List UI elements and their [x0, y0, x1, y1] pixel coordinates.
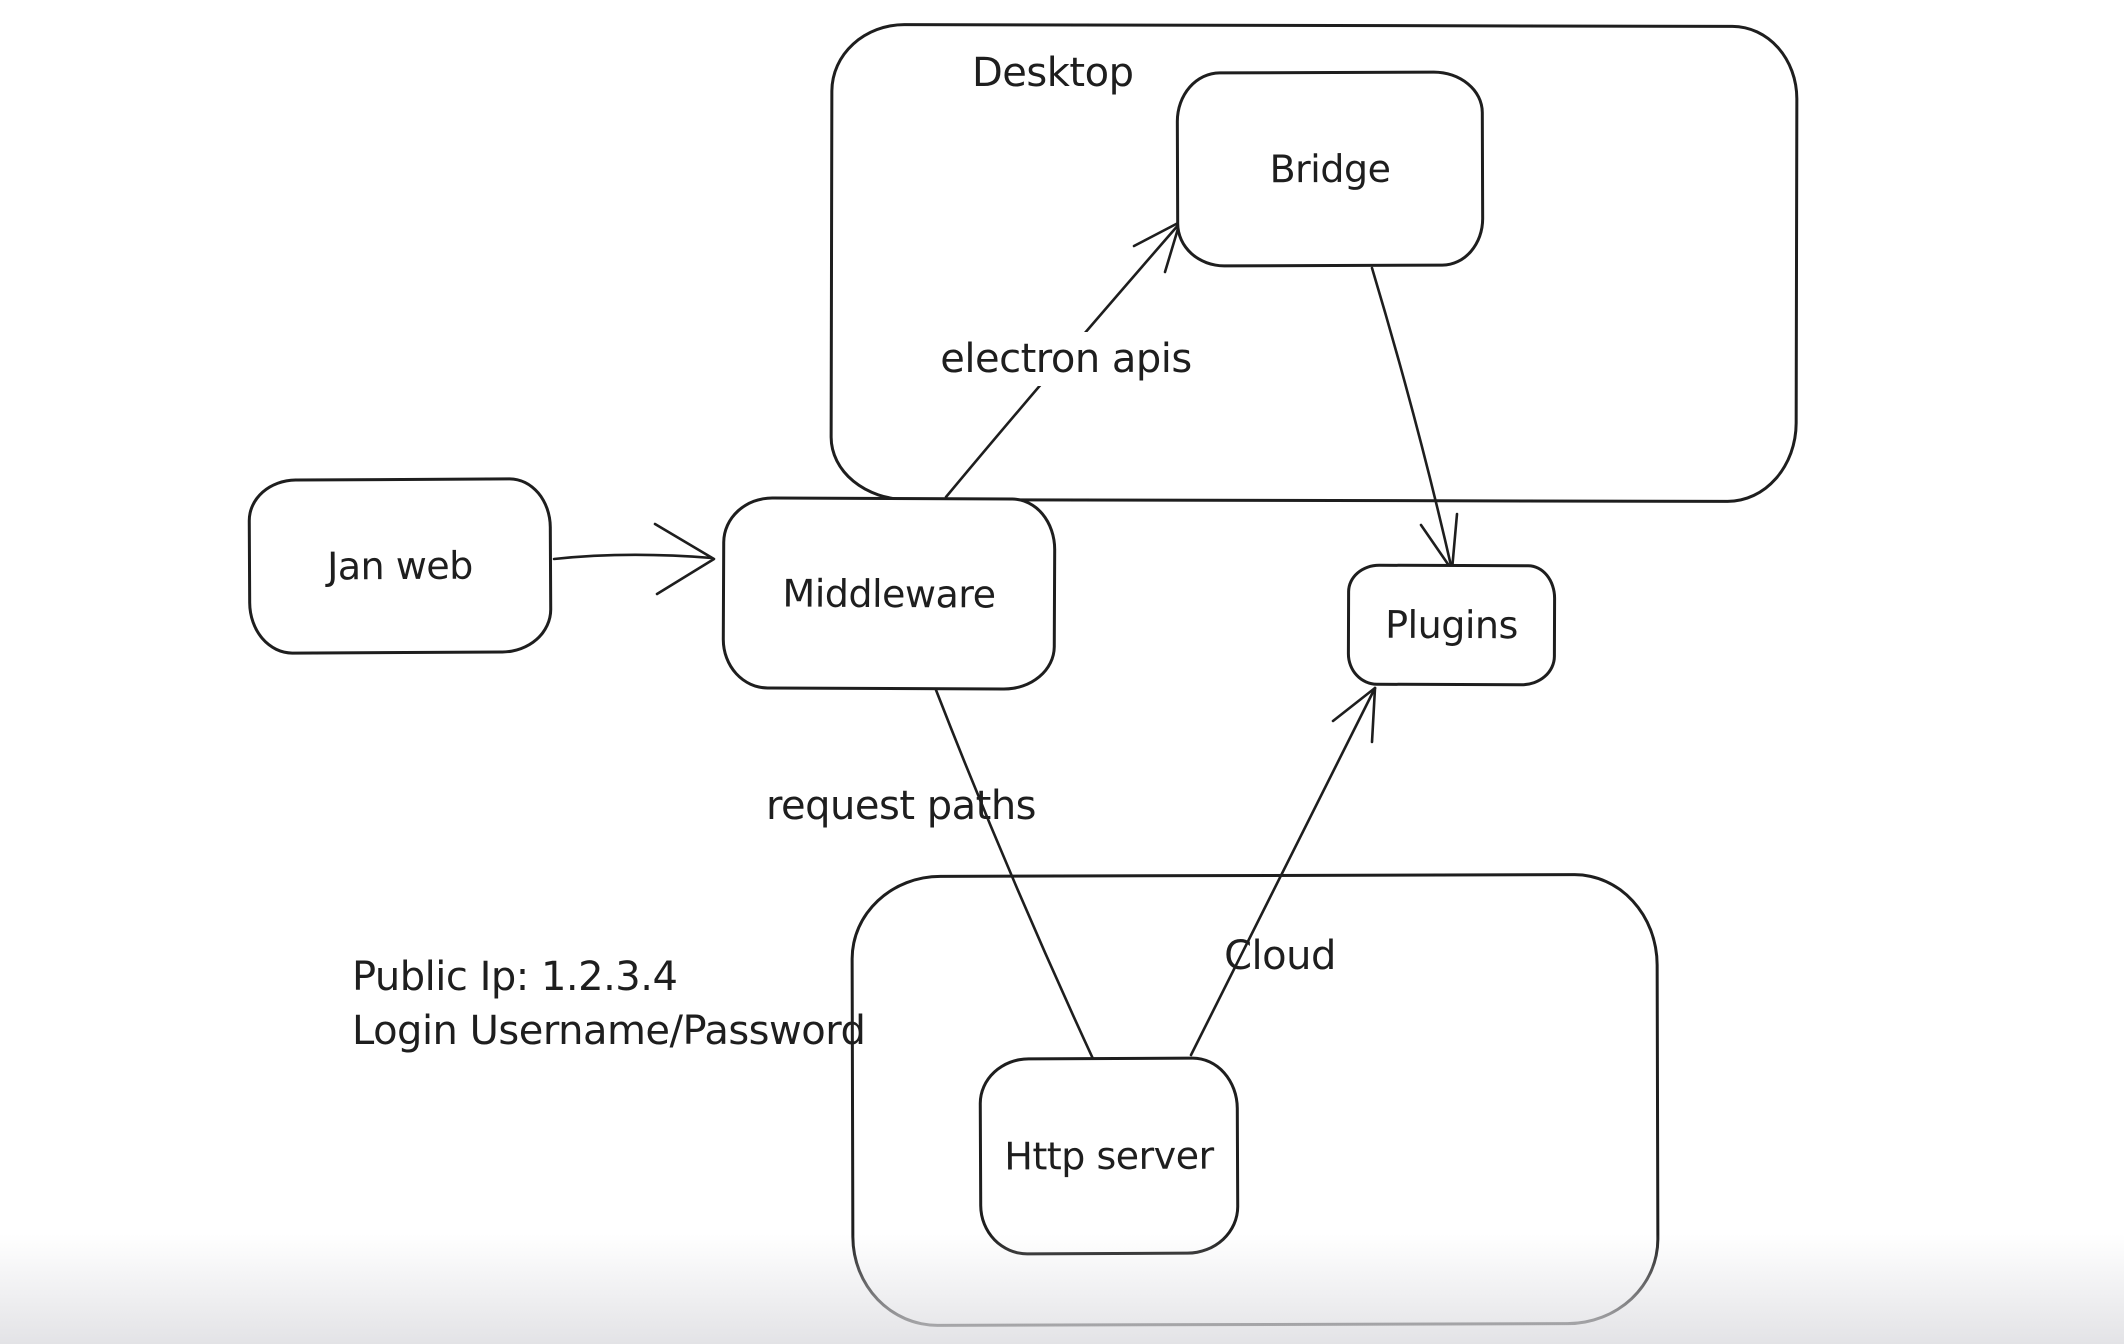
annotation-line-public-ip: Public Ip: 1.2.3.4 [352, 954, 678, 1000]
bridge-label: Bridge [1269, 146, 1391, 192]
arrowhead-icon [1450, 512, 1459, 572]
arrow-janweb-to-middleware [552, 522, 716, 596]
annotation-note: Public Ip: 1.2.3.4 Login Username/Passwo… [352, 950, 866, 1058]
arrowhead-icon [653, 522, 716, 596]
node-http-server: Http server [978, 1056, 1240, 1256]
node-plugins: Plugins [1346, 563, 1557, 687]
http-server-label: Http server [1004, 1133, 1214, 1179]
edge-label-electron-apis: electron apis [926, 332, 1206, 386]
node-jan-web: Jan web [247, 477, 553, 655]
cloud-container-label: Cloud [1224, 933, 1336, 979]
desktop-container-label: Desktop [972, 50, 1134, 96]
plugins-label: Plugins [1385, 602, 1518, 648]
node-middleware: Middleware [721, 496, 1057, 691]
arrowhead-icon [1331, 686, 1377, 723]
annotation-line-login: Login Username/Password [352, 1008, 866, 1054]
node-bridge: Bridge [1175, 70, 1485, 268]
middleware-label: Middleware [782, 571, 996, 616]
edge-label-request-paths: request paths [765, 783, 1037, 829]
arrowhead-icon [1370, 686, 1377, 744]
jan-web-label: Jan web [327, 543, 473, 589]
